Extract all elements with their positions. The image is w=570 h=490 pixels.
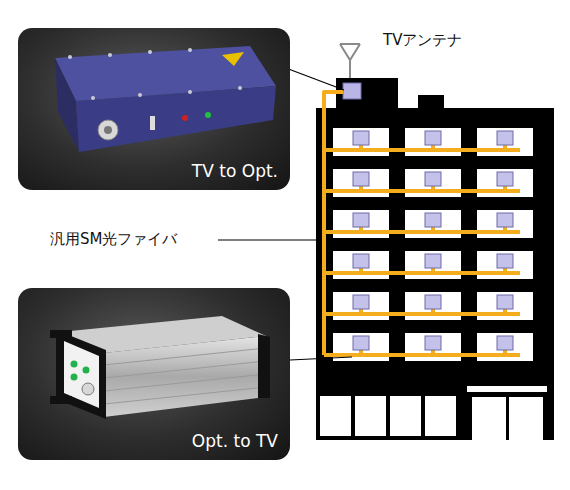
rf-connector: [104, 126, 112, 134]
window: [333, 333, 389, 361]
window: [405, 251, 461, 279]
screw: [148, 50, 152, 54]
screw: [188, 48, 192, 52]
converter-unit: [353, 295, 369, 309]
door: [472, 397, 506, 440]
window: [333, 169, 389, 197]
device-end-cap: [258, 334, 270, 398]
converter-unit: [353, 336, 369, 350]
roof-structure: [418, 95, 444, 111]
device-grooves: [104, 348, 266, 404]
device-front-panel: [64, 341, 99, 408]
window: [405, 128, 461, 156]
converter-unit: [425, 295, 441, 309]
device-front: [76, 86, 276, 152]
device-side: [55, 58, 79, 152]
window: [333, 128, 389, 156]
status-led: [182, 115, 188, 121]
window: [477, 251, 533, 279]
device-switch: [150, 116, 155, 130]
window: [333, 292, 389, 320]
converter-unit: [353, 172, 369, 186]
window: [405, 169, 461, 197]
converter-unit: [353, 213, 369, 227]
device-logo: [222, 52, 244, 66]
shop-window: [390, 396, 421, 436]
window: [405, 333, 461, 361]
converter-unit: [425, 131, 441, 145]
ground-floor: [320, 386, 547, 440]
converter-unit: [497, 336, 513, 350]
device-body: [104, 336, 266, 417]
antenna-symbol: [340, 44, 360, 80]
window: [477, 210, 533, 238]
callout-label: TVアンテナ: [383, 31, 462, 50]
converter-unit: [353, 131, 369, 145]
panel-caption: Opt. to TV: [192, 431, 278, 451]
device-top: [60, 316, 266, 353]
leader-line: [218, 239, 318, 240]
shop-window: [425, 396, 456, 436]
window: [477, 169, 533, 197]
screw: [108, 53, 112, 57]
converter-unit: [425, 172, 441, 186]
converter-unit: [497, 213, 513, 227]
door-frame: [467, 386, 547, 392]
shop-window: [355, 396, 386, 436]
rf-connector: [82, 383, 94, 395]
converter-unit: [425, 213, 441, 227]
converter-unit: [497, 131, 513, 145]
status-led: [71, 374, 78, 381]
device-screws: [68, 48, 242, 100]
status-led: [83, 367, 90, 374]
converter-unit: [343, 83, 361, 99]
apartment-windows: [333, 128, 533, 361]
status-led: [205, 112, 211, 118]
window: [333, 210, 389, 238]
roof-structure: [336, 78, 398, 112]
screw: [91, 96, 95, 100]
screw: [238, 86, 242, 90]
converter-unit: [497, 295, 513, 309]
photo-panel: TV to Opt.: [18, 28, 290, 190]
device-foot: [50, 330, 72, 338]
converter-unit: [497, 172, 513, 186]
door: [509, 397, 543, 440]
photo-panel: Opt. to TV: [18, 288, 290, 460]
optical-fiber: [324, 92, 520, 355]
converter-unit: [425, 254, 441, 268]
window: [477, 292, 533, 320]
converter-unit: [497, 254, 513, 268]
apartment-units: [353, 131, 513, 350]
opt-to-tv-device: [50, 316, 270, 419]
tv-to-opt-device: [55, 46, 276, 152]
callout-label: 汎用SM光ファイバ: [50, 230, 177, 249]
window: [405, 210, 461, 238]
window: [477, 128, 533, 156]
status-led: [71, 361, 78, 368]
window: [333, 251, 389, 279]
window: [405, 292, 461, 320]
device-end-cap: [56, 330, 106, 419]
window: [477, 333, 533, 361]
screw: [188, 90, 192, 94]
screw: [68, 55, 72, 59]
leader-line: [290, 357, 352, 360]
shop-window: [320, 396, 351, 436]
converter-unit: [353, 254, 369, 268]
converter-unit: [425, 336, 441, 350]
rf-connector: [98, 120, 118, 140]
panel-caption: TV to Opt.: [192, 161, 278, 181]
tv-antenna: [340, 44, 360, 80]
building-body: [316, 108, 554, 440]
screw: [138, 93, 142, 97]
device-foot: [50, 396, 72, 404]
device-top: [55, 46, 276, 101]
